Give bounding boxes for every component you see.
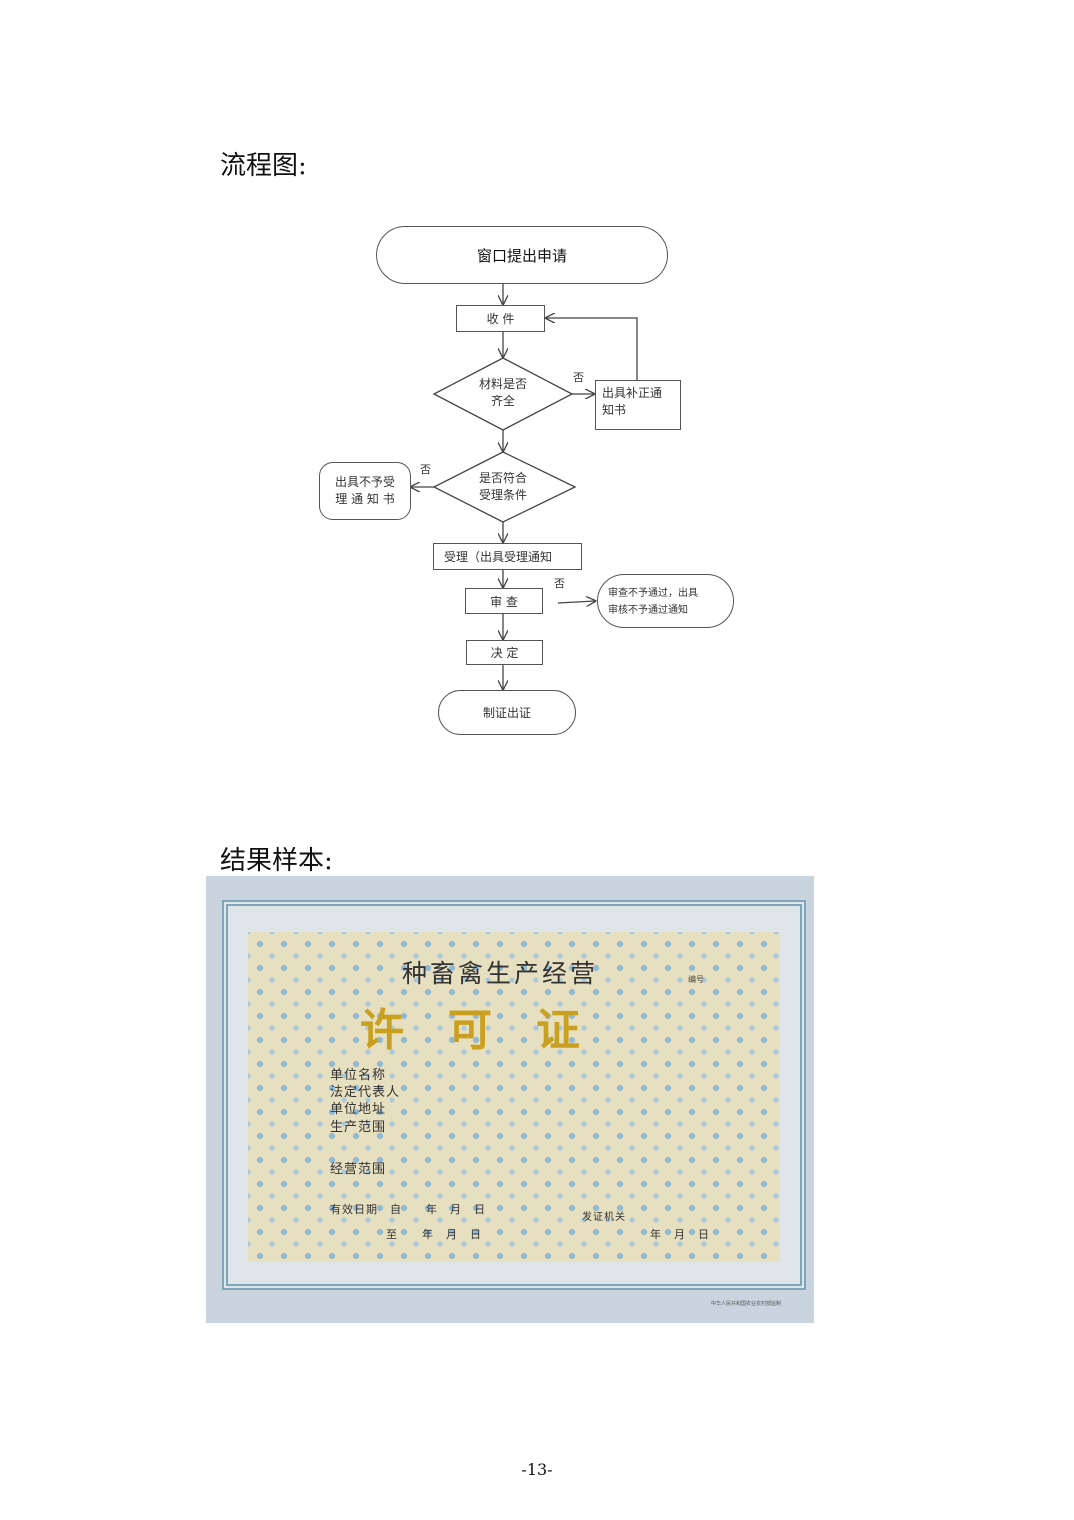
no-label: 否 bbox=[554, 577, 565, 590]
field-production-scope: 生产范围 bbox=[330, 1120, 387, 1135]
field-legal-rep: 法定代表人 bbox=[330, 1085, 401, 1100]
page-number: -13- bbox=[521, 1460, 553, 1479]
flowchart-connectors bbox=[0, 284, 638, 800]
accept-node: 受理（出具受理通知 bbox=[433, 543, 582, 570]
issue-node: 制证出证 bbox=[438, 690, 576, 735]
review-fail-node: 审查不予通过，出具审核不予通过通知 bbox=[597, 574, 734, 628]
materials-decision-label: 材料是否齐全 bbox=[478, 377, 527, 408]
no-label: 否 bbox=[420, 463, 431, 476]
result-heading: 结果样本: bbox=[220, 846, 333, 876]
conditions-decision-label: 是否符合受理条件 bbox=[478, 471, 527, 502]
certificate-border bbox=[222, 900, 806, 1290]
valid-from: 有效日期 自 年 月 日 bbox=[330, 1203, 486, 1216]
reject-notice-node: 出具不予受理 通 知 书 bbox=[319, 462, 411, 520]
issue-date: 年 月 日 bbox=[650, 1228, 710, 1241]
no-label: 否 bbox=[573, 371, 584, 384]
certificate-number-label: 编号 bbox=[688, 975, 704, 984]
certificate-footer: 中华人民共和国农业农村部监制 bbox=[711, 1301, 782, 1307]
decide-node: 决 定 bbox=[466, 640, 543, 665]
field-business-scope: 经营范围 bbox=[330, 1162, 387, 1177]
certificate-main-title: 许 可 证 bbox=[360, 1005, 580, 1056]
field-address: 单位地址 bbox=[330, 1102, 387, 1117]
review-node: 审 查 bbox=[465, 588, 543, 614]
certificate-pattern bbox=[248, 932, 780, 1262]
start-node: 窗口提出申请 bbox=[376, 226, 668, 284]
valid-to: 至 年 月 日 bbox=[386, 1228, 482, 1241]
certificate-sample-photo: 种畜禽生产经营 编号 许 可 证 单位名称 法定代表人 单位地址 生产范围 经营… bbox=[206, 876, 814, 1323]
supplement-notice-node: 出具补正通知书 bbox=[595, 380, 681, 430]
receive-node: 收 件 bbox=[456, 305, 545, 332]
certificate-title: 种畜禽生产经营 bbox=[401, 959, 598, 988]
field-unit-name: 单位名称 bbox=[330, 1068, 387, 1083]
flowchart-heading: 流程图: bbox=[220, 151, 307, 181]
issuer-label: 发证机关 bbox=[582, 1212, 626, 1223]
